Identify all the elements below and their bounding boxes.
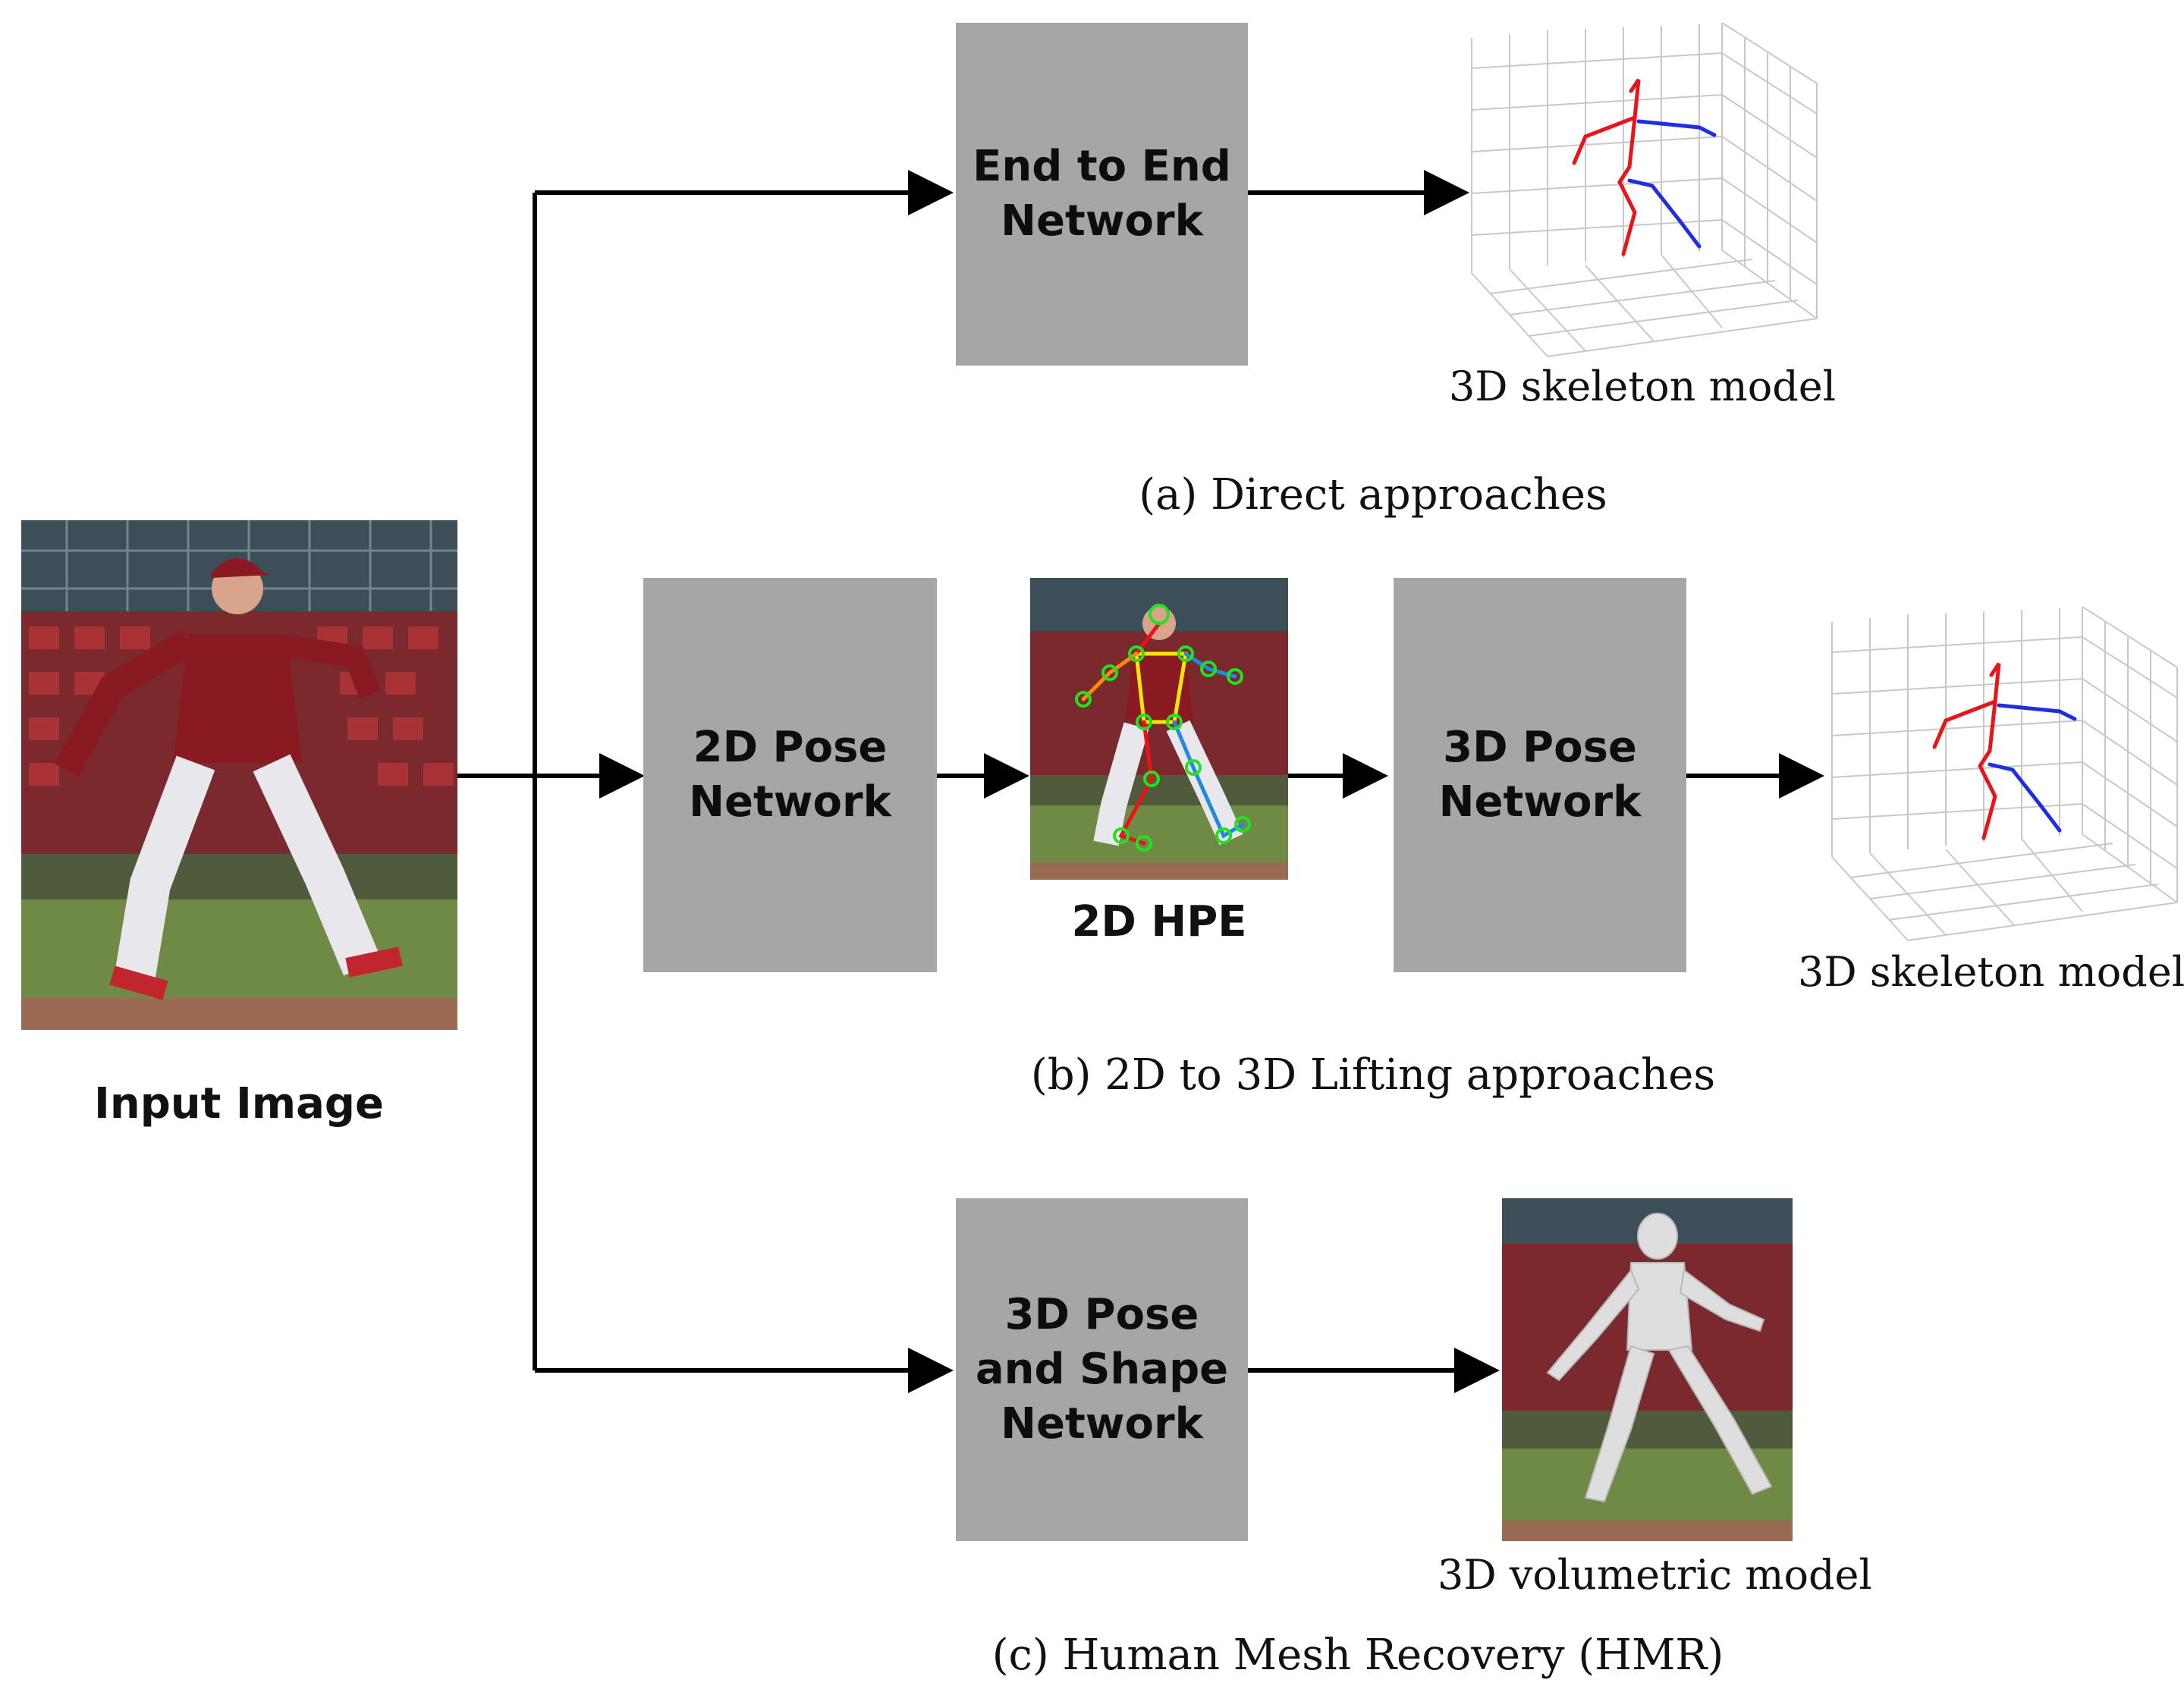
hmr-output-caption: 3D volumetric model (1438, 1551, 1862, 1599)
end-to-end-network-box: End to End Network (956, 23, 1248, 366)
direct-approaches-label: (a) Direct approaches (1062, 470, 1684, 519)
box-line: Network (976, 1397, 1228, 1452)
lifting-output-caption: 3D skeleton model (1798, 948, 2184, 996)
lifting-approaches-label: (b) 2D to 3D Lifting approaches (986, 1050, 1760, 1100)
box-line: Network (689, 775, 891, 830)
input-image-caption: Input Image (46, 1079, 432, 1128)
3d-pose-shape-network-box: 3D Pose and Shape Network (956, 1198, 1248, 1541)
skeleton-plot-lifting (1824, 607, 2181, 948)
box-line: 2D Pose (689, 720, 891, 775)
2d-hpe-caption: 2D HPE (1030, 897, 1288, 946)
3d-pose-network-box: 3D Pose Network (1394, 578, 1686, 972)
box-line: and Shape (976, 1342, 1228, 1397)
input-image (21, 520, 457, 1030)
2d-hpe-image (1030, 578, 1288, 880)
box-line: 3D Pose (1439, 720, 1642, 775)
skeleton-plot-direct (1464, 23, 1821, 364)
direct-output-caption: 3D skeleton model (1441, 363, 1843, 410)
box-line: Network (1439, 775, 1642, 830)
2d-pose-network-box: 2D Pose Network (643, 578, 937, 972)
box-line: 3D Pose (976, 1288, 1228, 1342)
volumetric-model-image (1502, 1198, 1793, 1541)
hmr-label: (c) Human Mesh Recovery (HMR) (979, 1631, 1737, 1680)
box-line: End to End (973, 140, 1231, 194)
box-line: Network (973, 194, 1231, 249)
